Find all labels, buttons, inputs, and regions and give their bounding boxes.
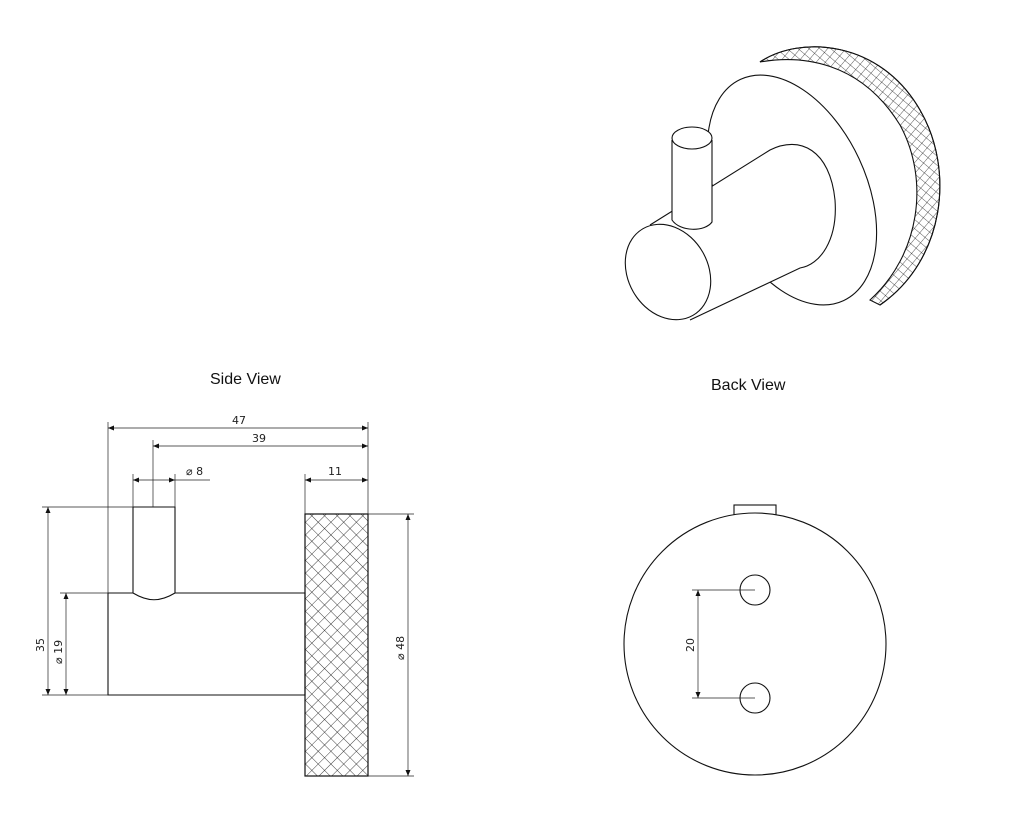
dim-rosette-diameter	[368, 513, 414, 777]
dim-overall-height	[42, 506, 133, 696]
dim-pin-diameter-label: ⌀ 8	[186, 465, 203, 478]
dim-overall-length-label: 47	[232, 414, 246, 427]
iso-rosette-knurl	[759, 46, 941, 306]
isometric-view	[624, 46, 941, 321]
dim-overall-height-label: 35	[34, 638, 47, 652]
dim-arm-diameter	[60, 592, 108, 695]
dim-overall-length	[107, 422, 369, 593]
iso-pin	[671, 126, 713, 230]
side-view: 47 39 ⌀ 8 11 35	[34, 414, 414, 777]
side-view-title: Side View	[210, 371, 281, 388]
dim-rosette-thickness-label: 11	[328, 465, 342, 478]
side-pin	[132, 506, 176, 601]
dim-arm-diameter-label: ⌀ 19	[52, 640, 65, 664]
back-rosette-outline	[623, 512, 887, 776]
dim-pin-diameter	[132, 474, 210, 507]
dim-arm-length-label: 39	[252, 432, 266, 445]
back-view: 20	[623, 504, 887, 776]
iso-arm	[624, 143, 836, 321]
side-arm	[107, 592, 306, 696]
dim-rosette-thickness	[304, 474, 368, 514]
dim-rosette-diameter-label: ⌀ 48	[394, 636, 407, 660]
side-rosette	[304, 513, 369, 777]
dim-hole-spacing-label: 20	[684, 638, 697, 652]
back-view-title: Back View	[711, 377, 786, 394]
dim-arm-length	[152, 440, 368, 507]
dim-hole-spacing	[692, 589, 755, 699]
